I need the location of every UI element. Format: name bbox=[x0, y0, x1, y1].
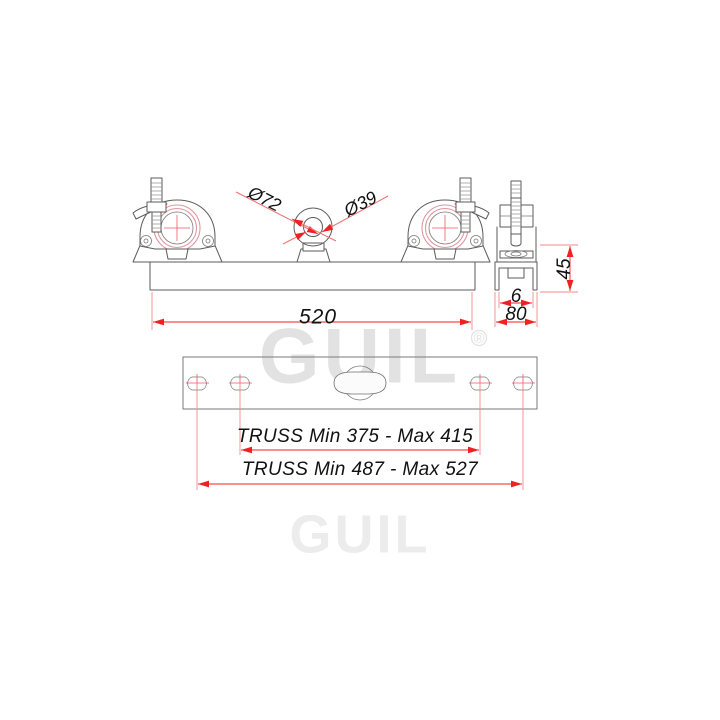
dimension-truss-inner: TRUSS Min 375 - Max 415 bbox=[237, 426, 473, 447]
bottom-watermark-group: GUIL bbox=[290, 504, 431, 564]
base-plate bbox=[182, 356, 538, 410]
dimension-group-side: 45 6 80 bbox=[494, 244, 578, 327]
dimension-overall-length: 520 bbox=[299, 306, 337, 329]
slot-2 bbox=[229, 374, 252, 393]
dimension-diameter-outer: Ø72 bbox=[244, 182, 284, 216]
slot-3 bbox=[469, 374, 492, 393]
plan-view bbox=[182, 356, 538, 410]
dimension-diameter-inner: Ø39 bbox=[340, 187, 380, 221]
dimension-group-plan: TRUSS Min 375 - Max 415 TRUSS Min 487 - … bbox=[196, 383, 524, 490]
main-beam bbox=[149, 261, 476, 291]
dimension-bracket-height: 45 bbox=[554, 258, 575, 280]
dimension-bracket-gap: 6 bbox=[511, 286, 522, 307]
registered-circle-icon bbox=[470, 329, 488, 347]
front-elevation-view bbox=[132, 177, 491, 291]
side-elevation-view bbox=[494, 180, 538, 291]
watermark-registered-mark: ® bbox=[473, 330, 484, 347]
truss-clamp-right bbox=[400, 177, 491, 263]
slot-1 bbox=[186, 374, 209, 393]
dimension-bracket-width: 80 bbox=[505, 304, 527, 325]
dimension-truss-outer: TRUSS Min 487 - Max 527 bbox=[242, 459, 479, 480]
center-boss bbox=[333, 365, 387, 401]
eye-bolt-ring bbox=[293, 207, 333, 263]
truss-clamp-left bbox=[132, 177, 223, 263]
slot-4 bbox=[512, 374, 535, 393]
watermark-guil-bottom: GUIL bbox=[290, 504, 431, 564]
